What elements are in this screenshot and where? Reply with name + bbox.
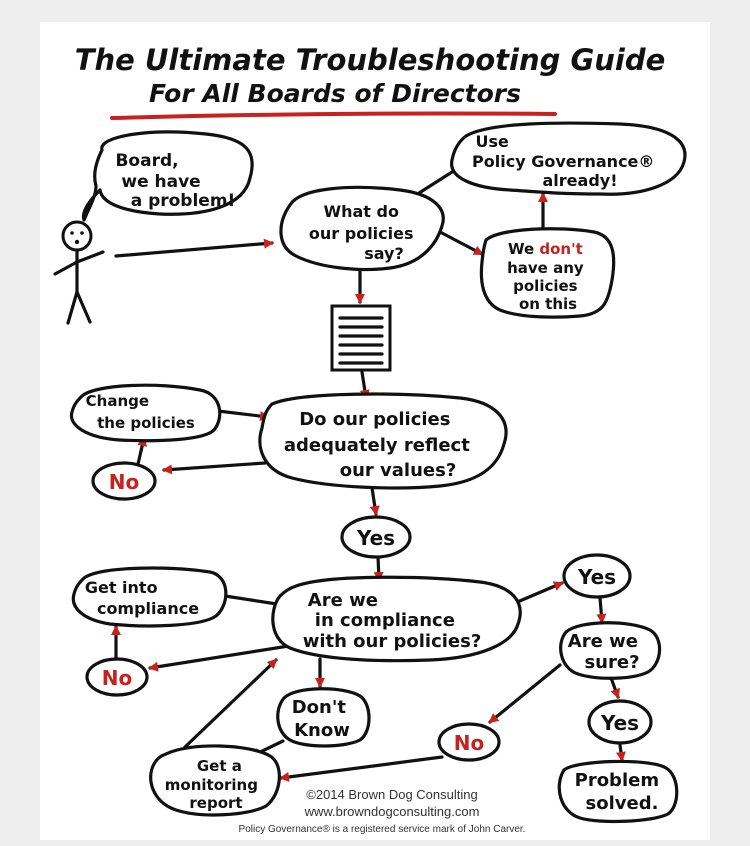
compliance-line-2: in compliance (315, 610, 455, 631)
svg-text:Use Policy Governance®: Use Policy Governance® already! (472, 132, 660, 190)
get-into-compliance-node: Get into compliance (71, 566, 228, 628)
no-node-3: No (437, 722, 501, 762)
policy-document-icon (330, 304, 392, 372)
dont-line-2: have any (507, 259, 584, 277)
compliance-line-1: Are we (308, 590, 378, 611)
trademark-text: Policy Governance® is a registered servi… (239, 824, 526, 835)
credits: ©2014 Brown Dog Consulting www.browndogc… (239, 787, 526, 835)
board-line-3: a problem! (131, 191, 236, 211)
no-node-1: No (91, 461, 157, 501)
board-speech-bubble: Board, we have a problem! (81, 130, 254, 222)
reflect-values-node: Do our policies adequately reflect our v… (258, 392, 508, 490)
change-policies-node: Change the policies (69, 383, 222, 443)
svg-text:What do our policies: What do our policies say? (309, 202, 419, 263)
no-node-2: No (85, 657, 149, 697)
solved-line-1: Problem (575, 770, 659, 791)
title-line-2: For All Boards of Directors (149, 79, 521, 108)
what-do-policies-say-node: What do our policies say? (279, 185, 445, 272)
dont-line-3: policies (513, 277, 578, 295)
board-line-2: we have (121, 172, 200, 192)
arrow-sure-to-no3 (488, 663, 562, 724)
reflect-line-3: our values? (340, 460, 457, 481)
dont-prefix: We (508, 240, 539, 258)
arrow-figure-to-policies (114, 238, 274, 258)
yes2-label: Yes (577, 565, 616, 589)
yes1-label: Yes (356, 526, 395, 550)
stick-figure-icon (53, 220, 105, 325)
no-policies-node: We don't have any policies on this (479, 227, 616, 319)
svg-text:Don't Know: Don't Know (292, 697, 353, 741)
reflect-line-2: adequately reflect (284, 435, 470, 456)
monitoring-line-3: report (189, 794, 242, 812)
dontknow-line-1: Don't (292, 697, 347, 718)
arrow-no3-to-monitoring (279, 755, 444, 782)
svg-text:Are we in compliance: Are we in compliance with our policies? (303, 590, 482, 652)
sure-line-2: sure? (584, 652, 639, 673)
board-line-1: Board, (115, 151, 178, 171)
arrow-yes2-to-sure (596, 596, 607, 624)
arrow-policies-to-dont (438, 230, 484, 256)
arrow-reflect-to-yes1 (369, 486, 380, 516)
svg-text:Get into compliance: Get into compliance (85, 578, 199, 618)
svg-text:We don't have any: We don't have any policies on this (507, 240, 589, 313)
no1-label: No (109, 470, 139, 494)
website-text: www.browndogconsulting.com (304, 804, 480, 819)
change-line-2: the policies (97, 414, 195, 432)
title-underline (110, 111, 557, 120)
svg-text:Board, we have: Board, we have a problem! (115, 151, 235, 211)
svg-text:Do our policies adequa: Do our policies adequately reflect our v… (284, 409, 476, 481)
change-line-1: Change (86, 392, 149, 410)
dont-know-node: Don't Know (276, 687, 371, 748)
arrow-compliance-to-no2 (148, 643, 297, 672)
policies-line-3: say? (364, 244, 404, 263)
arrow-reflect-to-no1 (162, 461, 267, 475)
yes3-label: Yes (600, 711, 639, 735)
dont-line-4: on this (519, 295, 577, 313)
sure-line-1: Are we (568, 631, 638, 652)
svg-text:Problem solved.: Problem solved. (575, 770, 666, 814)
policies-line-1: What do (323, 202, 399, 221)
monitoring-line-1: Get a (197, 757, 242, 775)
usepg-line-3: already! (543, 171, 618, 190)
use-policy-governance-node: Use Policy Governance® already! (450, 121, 687, 196)
arrow-compliance-to-yes2 (513, 581, 564, 605)
getcompliance-line-2: compliance (97, 599, 199, 618)
yes-node-2: Yes (562, 553, 632, 599)
svg-text:Are we sure?: Are we sure? (568, 631, 644, 673)
copyright-text: ©2014 Brown Dog Consulting (306, 787, 477, 802)
compliance-line-3: with our policies? (303, 631, 482, 652)
title-line-1: The Ultimate Troubleshooting Guide (75, 43, 666, 77)
arrow-yes3-to-solved (615, 743, 626, 762)
monitoring-report-node: Get a monitoring report (149, 744, 281, 817)
reflect-line-1: Do our policies (299, 409, 450, 430)
usepg-line-1: Use (476, 132, 510, 151)
in-compliance-node: Are we in compliance with our policies? (271, 575, 522, 663)
no2-label: No (102, 666, 132, 690)
getcompliance-line-1: Get into (85, 578, 158, 597)
arrow-monitoring-to-compliance (183, 658, 278, 749)
svg-text:Change the policies: Change the policies (86, 392, 195, 432)
dont-emphasis: don't (539, 240, 582, 258)
solved-line-2: solved. (586, 793, 659, 814)
are-we-sure-node: Are we sure? (559, 621, 662, 680)
policies-line-2: our policies (309, 224, 414, 243)
arrow-change-to-reflect (216, 409, 270, 422)
problem-solved-node: Problem solved. (557, 759, 679, 824)
dontknow-line-2: Know (294, 720, 350, 741)
monitoring-line-2: monitoring (165, 776, 258, 794)
yes-node-3: Yes (587, 699, 653, 745)
yes-node-1: Yes (340, 515, 412, 559)
arrow-no1-to-change (136, 436, 148, 466)
no3-label: No (454, 731, 484, 755)
usepg-line-2: Policy Governance® (472, 152, 654, 171)
svg-text:Get a monitoring: Get a monitoring report (165, 757, 263, 812)
